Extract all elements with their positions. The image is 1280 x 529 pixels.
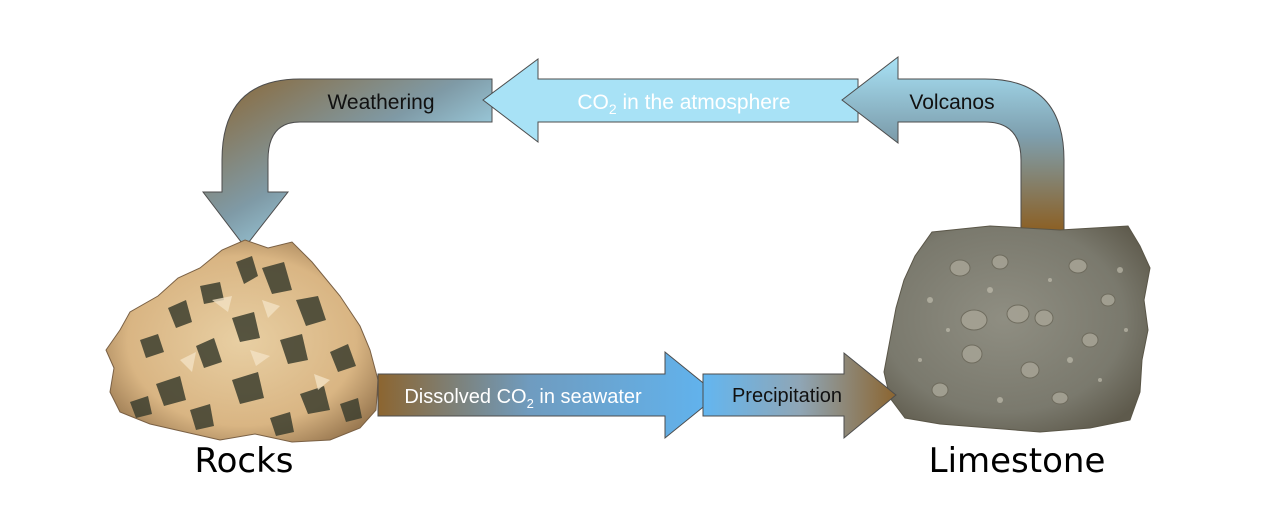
rock-mineral-flecks — [130, 256, 362, 436]
atmosphere-label: CO2 in the atmosphere — [577, 91, 790, 117]
atmosphere-label-subscript: 2 — [609, 101, 617, 117]
precipitation-arrow: Precipitation — [702, 351, 897, 440]
limestone-speckles — [918, 267, 1128, 403]
atmosphere-label-prefix: CO — [577, 91, 609, 114]
rocks-image — [105, 239, 379, 443]
limestone-body — [883, 225, 1151, 433]
precipitation-arrow-shape — [702, 351, 897, 440]
dissolved-label-prefix: Dissolved CO — [404, 386, 526, 408]
weathering-arrow-shape — [201, 78, 493, 248]
atmosphere-arrow-shape — [482, 58, 859, 144]
limestone-fossils — [931, 254, 1116, 405]
volcanos-arrow: Volcanos — [841, 55, 1065, 233]
dissolved-label-subscript: 2 — [527, 396, 534, 411]
weathering-label: Weathering — [327, 91, 434, 114]
volcanos-arrow-shape — [841, 55, 1065, 233]
dissolved-arrow: Dissolved CO2 in seawater — [377, 350, 719, 440]
atmosphere-label-suffix: in the atmosphere — [617, 91, 791, 114]
weathering-arrow: Weathering — [201, 78, 493, 248]
dissolved-label-suffix: in seawater — [534, 386, 642, 408]
dissolved-label: Dissolved CO2 in seawater — [404, 386, 642, 411]
limestone-image — [883, 225, 1151, 433]
volcanos-label: Volcanos — [909, 91, 994, 114]
atmosphere-arrow: CO2 in the atmosphere — [482, 58, 859, 144]
rock-highlights — [180, 296, 330, 390]
precipitation-label: Precipitation — [732, 385, 842, 407]
dissolved-arrow-shape — [377, 350, 719, 440]
limestone-label: Limestone — [929, 441, 1106, 481]
rocks-label: Rocks — [195, 441, 294, 481]
